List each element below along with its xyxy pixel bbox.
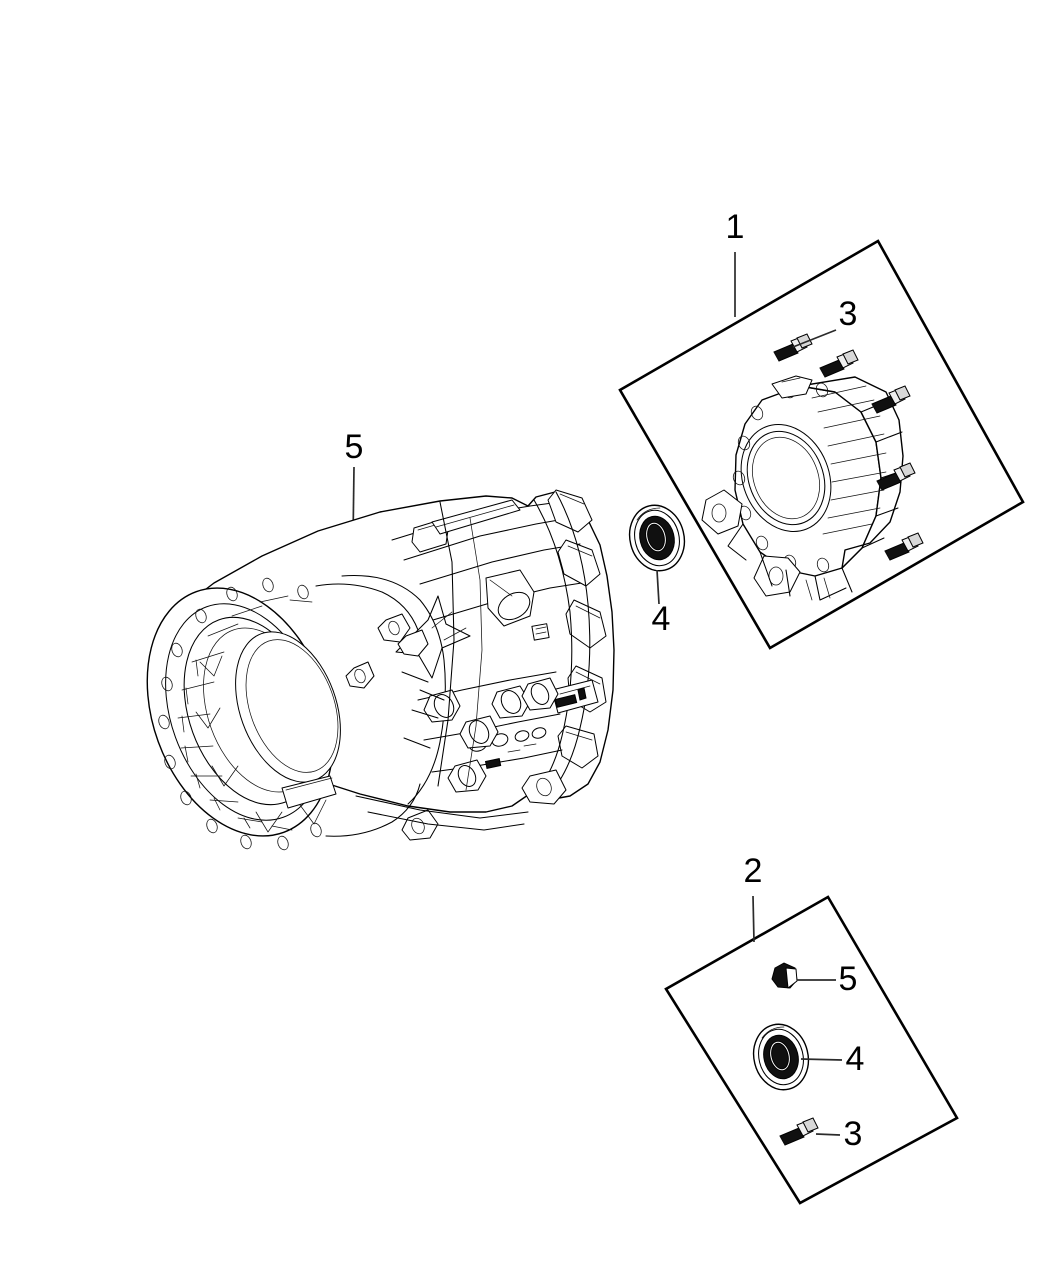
- callout-number-4-group-2: 4: [846, 1040, 865, 1078]
- bellhousing-ribs: [177, 595, 313, 831]
- group-2-region[interactable]: 2: [664, 852, 959, 1205]
- case-ports: [423, 677, 559, 793]
- bolt: [884, 532, 924, 561]
- oil-seal-group-2[interactable]: 4: [747, 1018, 865, 1095]
- callout-number-3-group-2: 3: [844, 1115, 863, 1153]
- callout-4-leader-group-2: [800, 1058, 843, 1061]
- callout-4-leader-center: [656, 569, 660, 605]
- group-1-box: [618, 239, 1025, 650]
- case-internal-webs: [395, 595, 471, 749]
- bolt: [773, 333, 813, 362]
- bolt: [871, 385, 911, 414]
- plug-group-2[interactable]: 5: [771, 960, 858, 998]
- callout-3-leader-group-2: [815, 1133, 841, 1136]
- callout-number-2: 2: [744, 852, 763, 890]
- adapter-housing[interactable]: [701, 375, 906, 601]
- callout-number-4-center: 4: [652, 600, 671, 638]
- group-2-leader: [752, 895, 755, 943]
- adapter-bore-outer: [740, 424, 832, 532]
- callout-3-leader-group-1: [792, 329, 837, 348]
- callout-number-5-case: 5: [345, 428, 364, 466]
- transmission-case[interactable]: [114, 489, 615, 862]
- callout-number-3-group-1: 3: [839, 295, 858, 333]
- callout-number-1: 1: [726, 208, 745, 246]
- bolt: [876, 462, 916, 491]
- oil-seal-center[interactable]: 4: [623, 499, 691, 638]
- bolt: [819, 349, 859, 378]
- callout-number-5-group-2: 5: [839, 960, 858, 998]
- group-2-box: [664, 895, 959, 1205]
- bellhousing-bolt-holes: [158, 577, 322, 851]
- group-1-region[interactable]: 1: [618, 208, 1025, 650]
- bolt-group-1[interactable]: 3: [773, 295, 924, 561]
- bolt-group-2[interactable]: 3: [779, 1115, 863, 1153]
